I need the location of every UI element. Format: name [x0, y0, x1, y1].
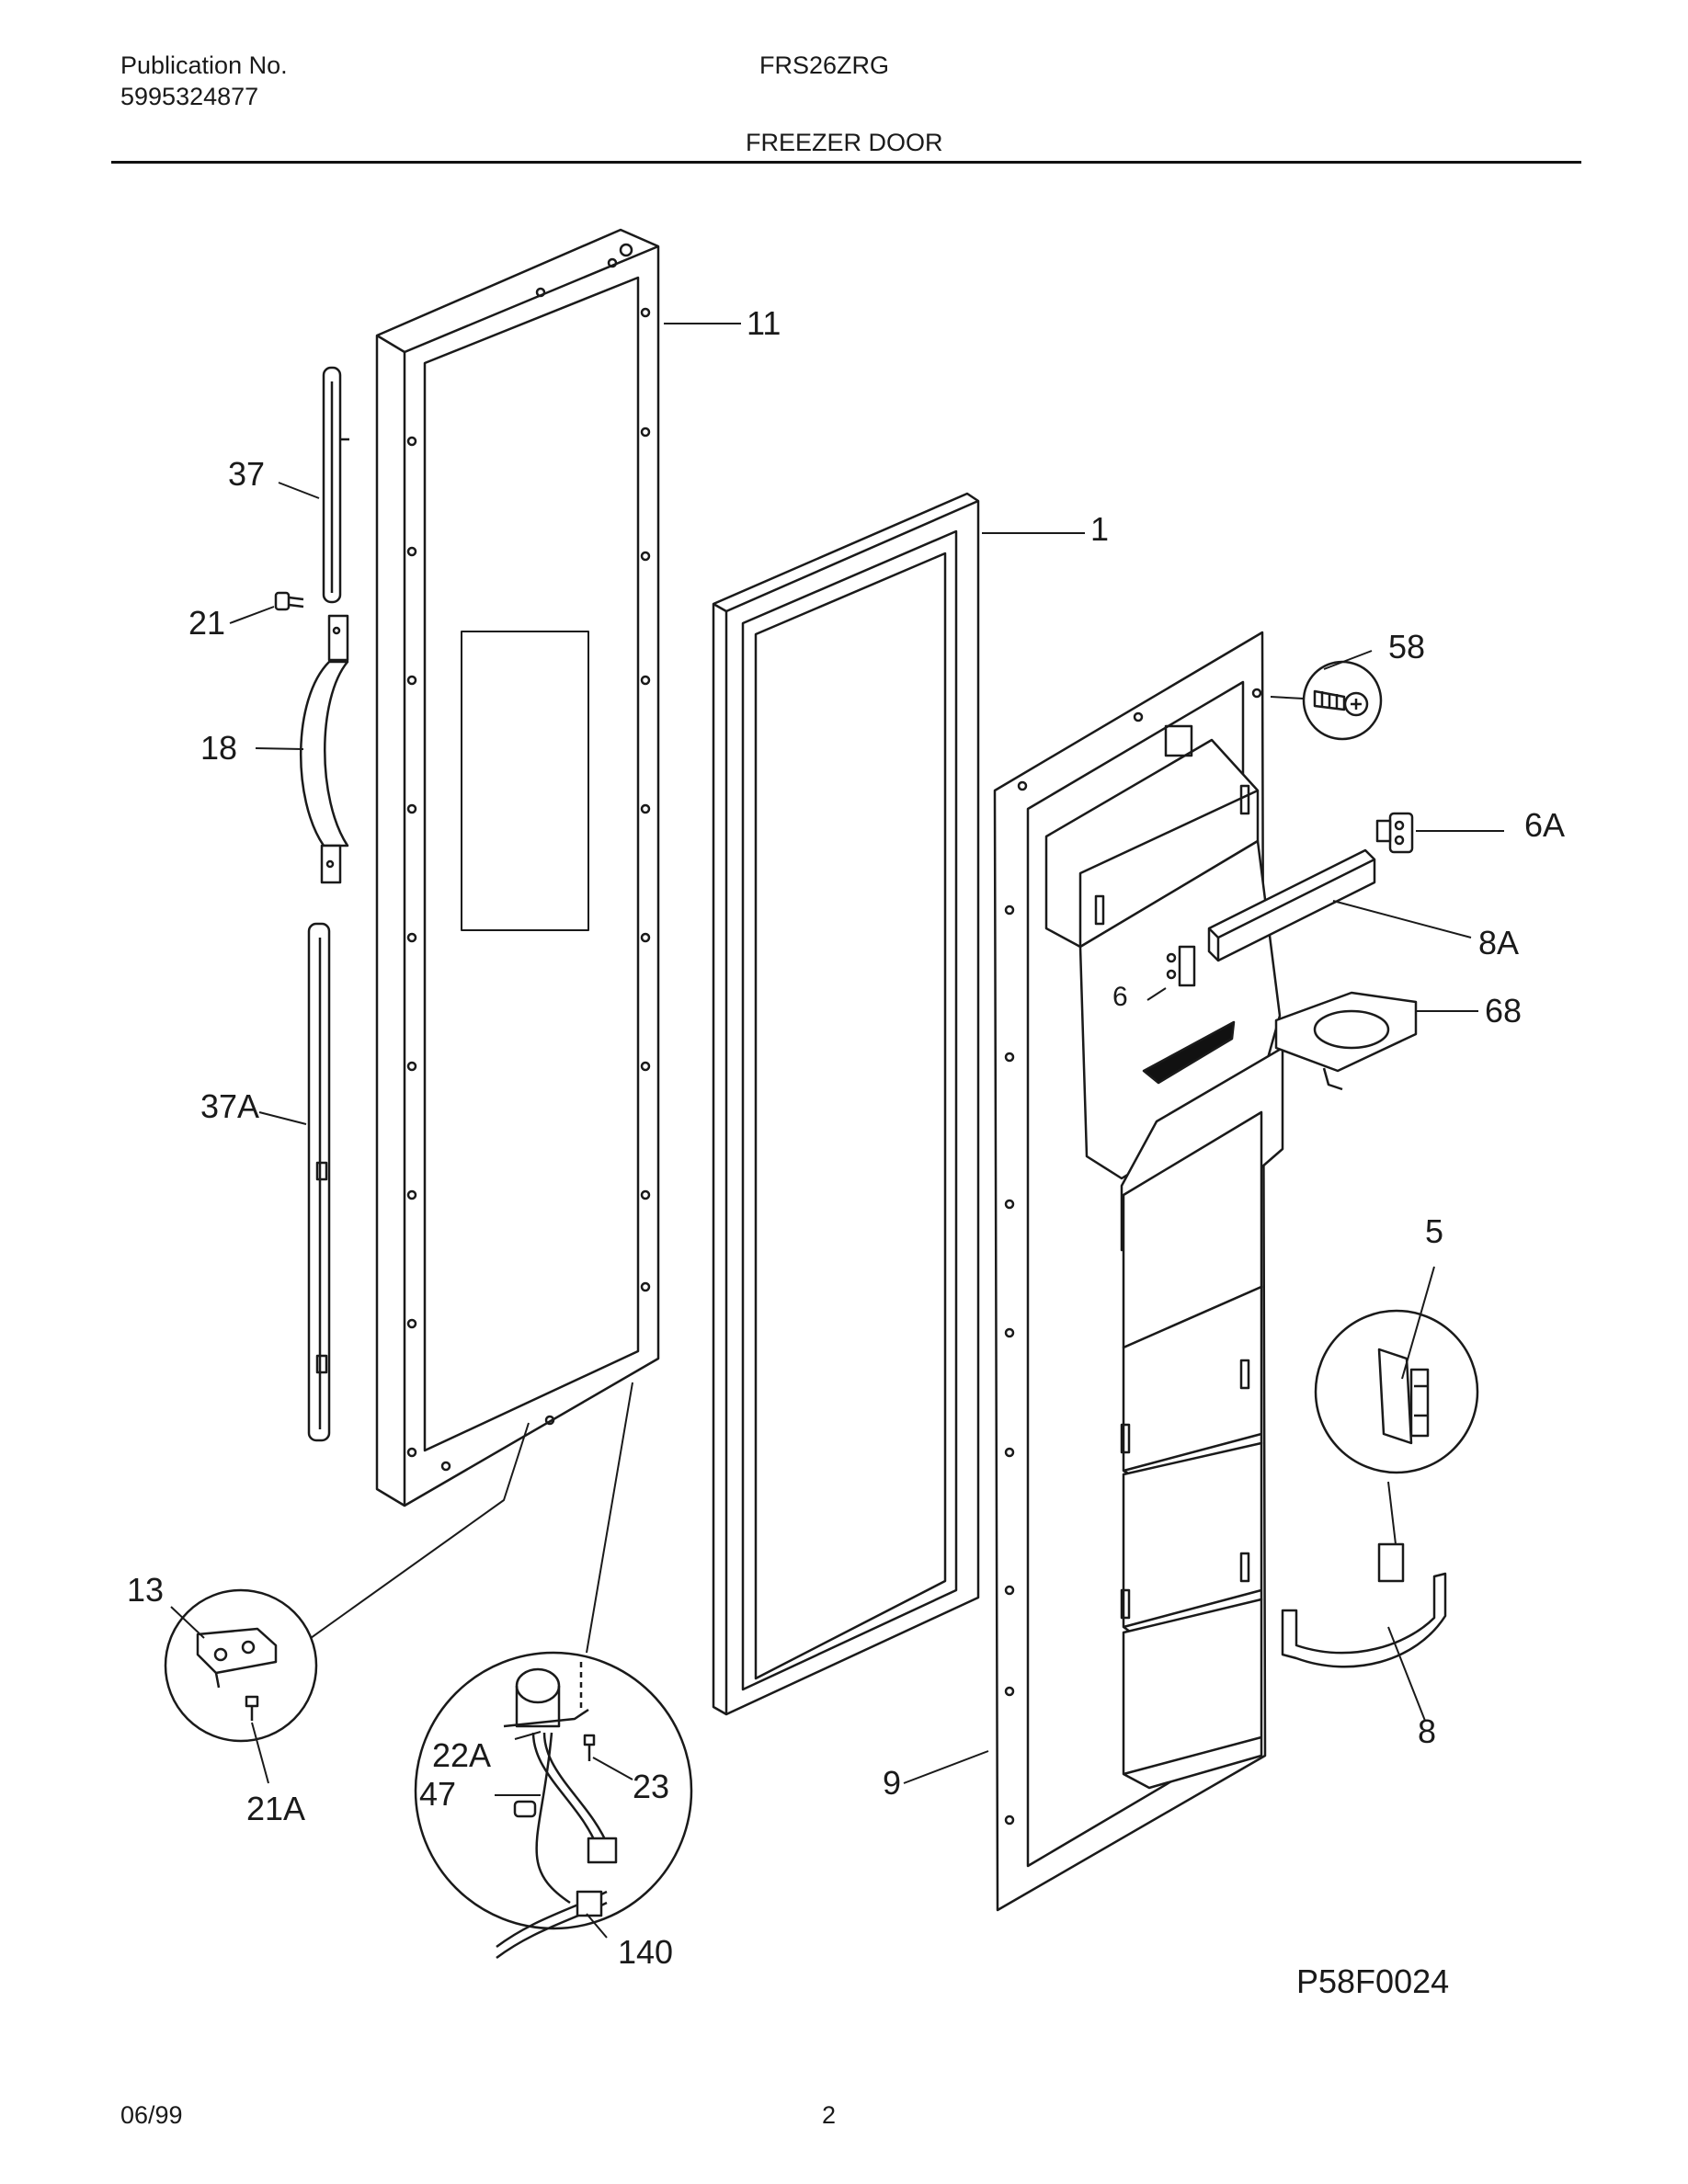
- section-title: FREEZER DOOR: [746, 129, 943, 156]
- top-trim-strip: [322, 366, 349, 604]
- label-21: 21: [188, 604, 225, 642]
- inner-door-liner: [993, 631, 1284, 1912]
- screw-21: [274, 591, 304, 611]
- figure-code: P58F0024: [1296, 1962, 1449, 2000]
- footer-date: 06/99: [120, 2101, 183, 2129]
- wire-harness-detail: [414, 1651, 693, 1960]
- model-number: FRS26ZRG: [759, 51, 890, 79]
- label-68: 68: [1485, 992, 1522, 1029]
- label-13: 13: [127, 1571, 164, 1609]
- label-11: 11: [747, 304, 781, 342]
- label-18: 18: [200, 729, 237, 767]
- label-9: 9: [883, 1764, 901, 1802]
- label-8: 8: [1418, 1712, 1436, 1750]
- hinge-bracket-detail: [164, 1588, 318, 1743]
- label-22a: 22A: [432, 1736, 491, 1774]
- door-handle: [300, 614, 349, 884]
- clip-6a: [1375, 812, 1414, 854]
- label-6: 6: [1112, 982, 1128, 1012]
- leader-lines: [170, 323, 1504, 1939]
- part-labels: 11 1 37 21 18 37A 58 6A 8A 6 68 5 13 21A…: [127, 304, 1565, 2000]
- label-37a: 37A: [200, 1087, 259, 1125]
- publication-number: 5995324877: [120, 83, 259, 110]
- publication-label: Publication No.: [120, 51, 288, 79]
- bracket-8: [1281, 1542, 1447, 1668]
- label-47: 47: [419, 1775, 456, 1813]
- door-gasket: [712, 492, 980, 1716]
- bottom-trim-strip: [307, 922, 331, 1442]
- label-5: 5: [1425, 1212, 1443, 1250]
- clip-6: [1166, 945, 1196, 987]
- label-23: 23: [633, 1768, 669, 1805]
- label-58: 58: [1388, 628, 1425, 665]
- clip-5-detail: [1314, 1309, 1479, 1474]
- label-37: 37: [228, 455, 265, 493]
- outer-door-panel: [375, 228, 660, 1507]
- dispenser-cover-68: [1274, 991, 1418, 1091]
- label-8a: 8A: [1478, 924, 1519, 961]
- label-140: 140: [618, 1933, 673, 1971]
- screw-58-detail: [1302, 660, 1383, 741]
- footer-page-number: 2: [822, 2101, 837, 2129]
- rail-8a: [1207, 848, 1376, 962]
- label-21a: 21A: [246, 1790, 305, 1827]
- label-1: 1: [1090, 510, 1109, 548]
- label-6a: 6A: [1524, 806, 1565, 844]
- header-rule: [111, 161, 1581, 164]
